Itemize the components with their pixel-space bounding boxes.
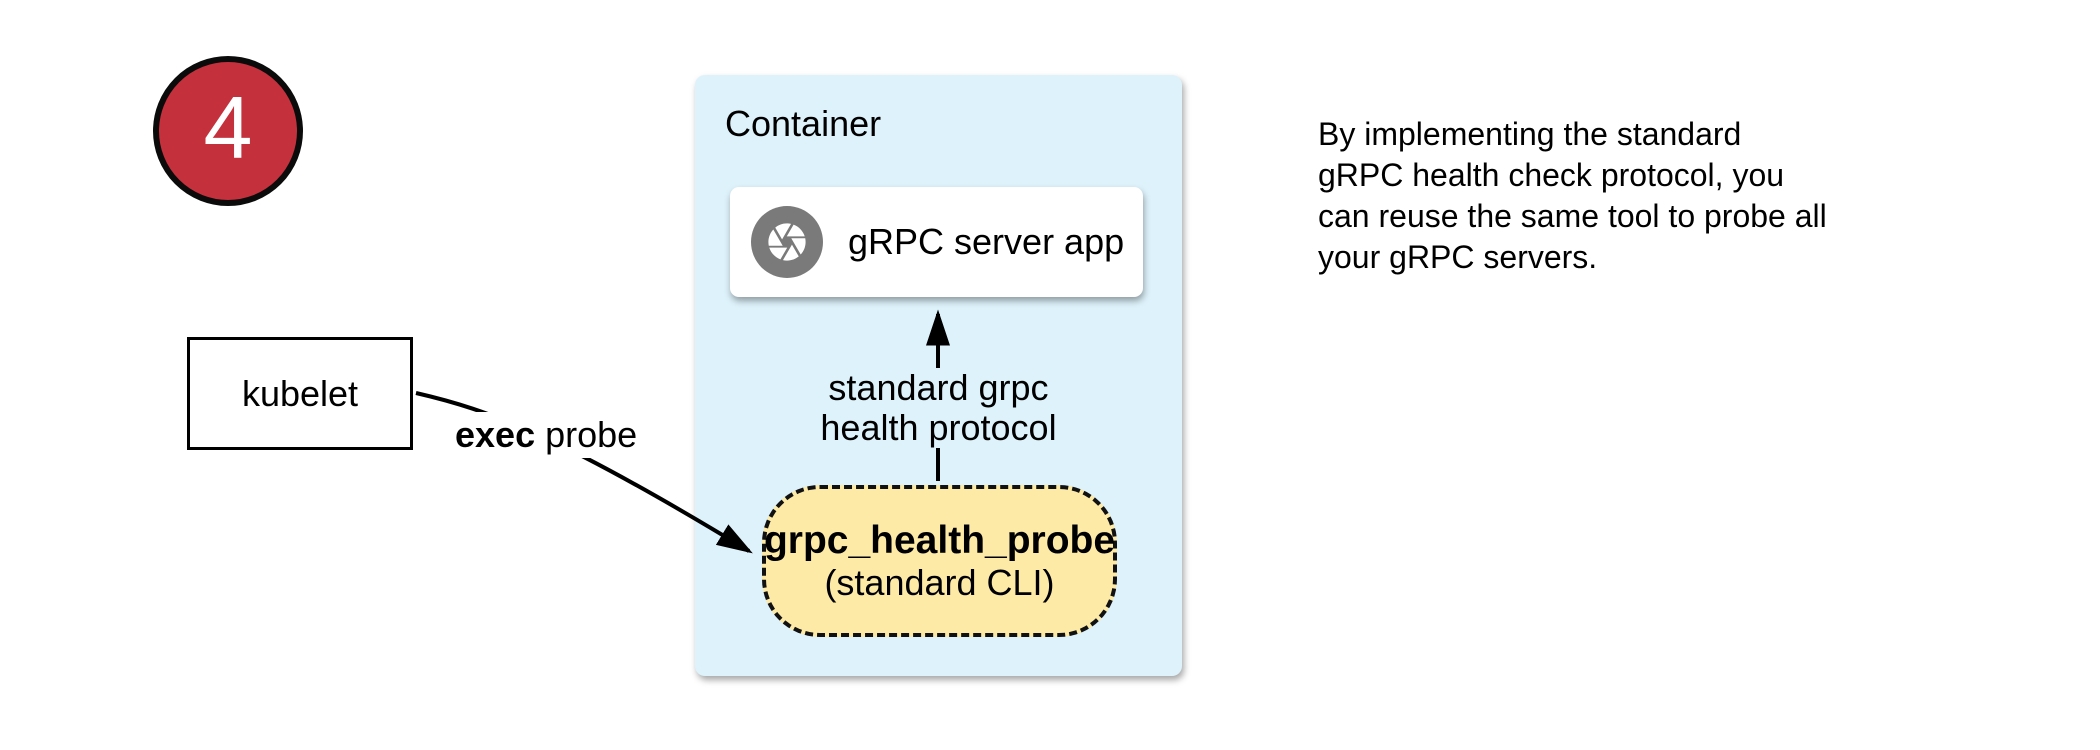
annotation-line: can reuse the same tool to probe all xyxy=(1318,198,1827,234)
annotation-line: By implementing the standard xyxy=(1318,116,1742,152)
protocol-arrow-label-line2: health protocol xyxy=(820,407,1057,448)
exec-probe-label-rest: probe xyxy=(535,414,638,455)
exec-probe-label: exec probe xyxy=(449,412,644,458)
grpc-server-app-box: gRPC server app xyxy=(730,187,1143,297)
annotation-line: gRPC health check protocol, you xyxy=(1318,157,1785,193)
annotation-text: By implementing the standard gRPC health… xyxy=(1318,114,1827,278)
annotation-line: your gRPC servers. xyxy=(1318,239,1598,275)
grpc-server-app-label: gRPC server app xyxy=(848,221,1125,262)
protocol-arrow-label-line1: standard grpc xyxy=(828,367,1049,408)
container-box: Container gRPC server app grpc_health_pr… xyxy=(695,75,1182,676)
step-number: 4 xyxy=(203,78,253,177)
kubelet-box: kubelet xyxy=(187,337,413,450)
grpc-health-probe-subtitle: (standard CLI) xyxy=(824,562,1055,603)
step-badge: 4 xyxy=(153,56,303,206)
grpc-health-probe-box: grpc_health_probe (standard CLI) xyxy=(762,485,1117,637)
kubelet-label: kubelet xyxy=(241,372,359,414)
protocol-arrow-label: standard grpc health protocol xyxy=(778,368,1099,448)
aperture-icon xyxy=(751,206,823,278)
grpc-health-probe-title: grpc_health_probe xyxy=(763,519,1116,562)
container-title: Container xyxy=(725,103,882,144)
exec-probe-label-bold: exec xyxy=(455,414,536,455)
